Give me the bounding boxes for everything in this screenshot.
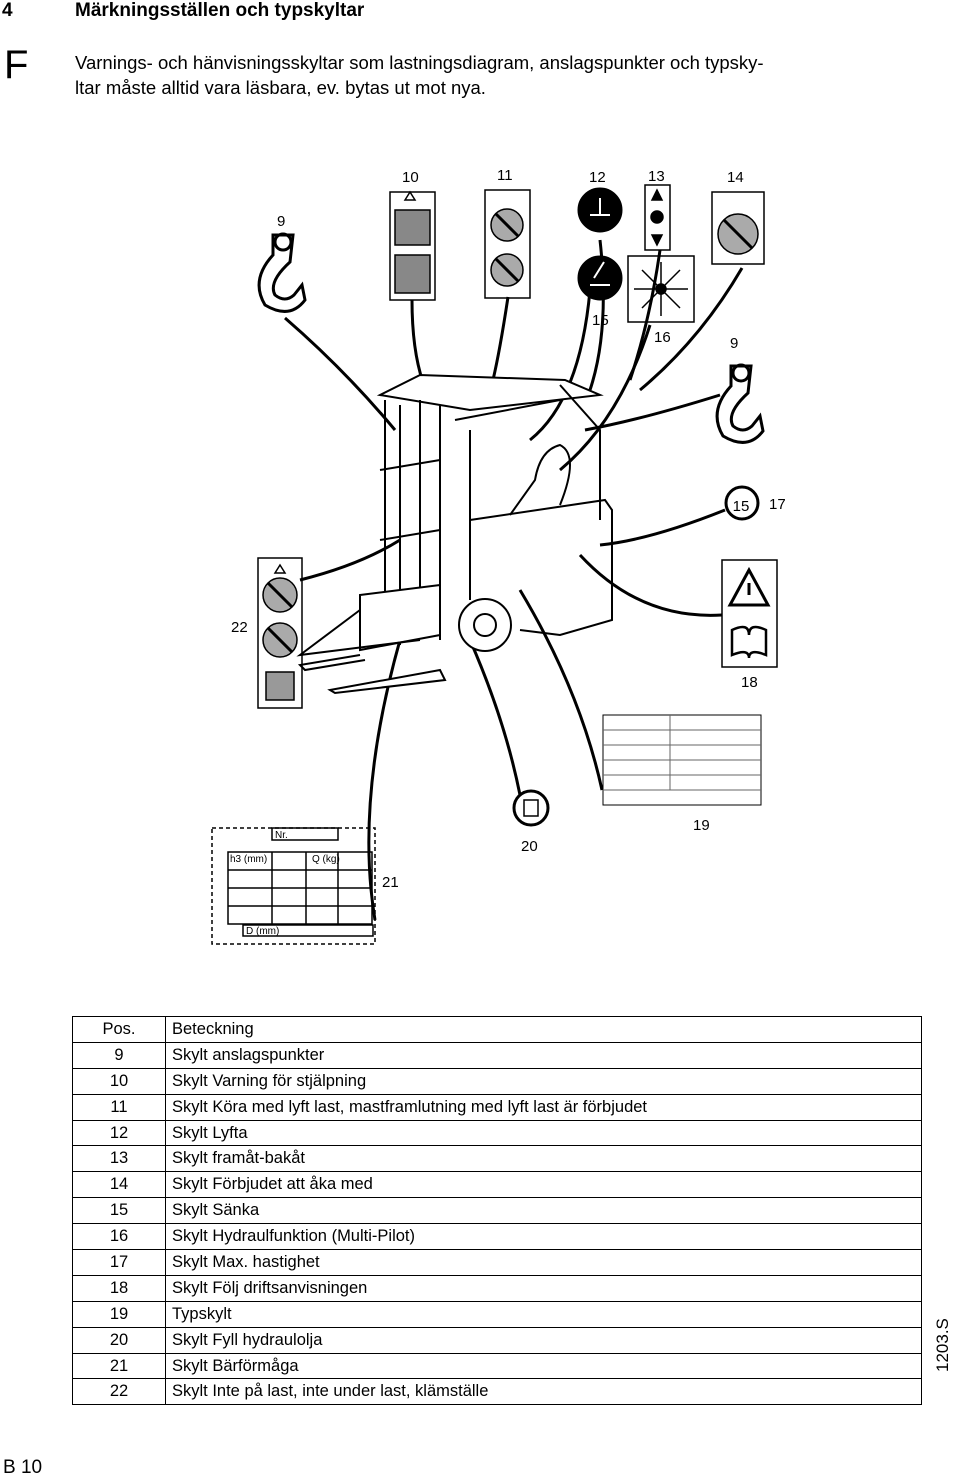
legend-desc: Typskylt xyxy=(165,1300,922,1328)
hook-icon xyxy=(715,363,765,444)
follow-manual-sign xyxy=(721,559,778,668)
legend-pos: 19 xyxy=(72,1300,166,1328)
no-riding-sign xyxy=(711,191,765,265)
legend-header-pos: Pos. xyxy=(72,1016,166,1043)
type-plate xyxy=(602,714,762,806)
speed-value: 15 xyxy=(733,498,750,515)
no-driving-with-raised-load-sign xyxy=(484,189,531,299)
callout-label: 13 xyxy=(648,168,665,185)
legend-desc: Skylt anslagspunkter xyxy=(165,1041,922,1069)
legend-pos: 9 xyxy=(72,1041,166,1069)
legend-desc: Skylt Förbjudet att åka med xyxy=(165,1171,922,1199)
legend-pos: 17 xyxy=(72,1249,166,1276)
legend-desc: Skylt Lyfta xyxy=(165,1119,922,1147)
legend-pos: 18 xyxy=(72,1274,166,1302)
load-plate-nr-label: Nr. xyxy=(275,830,288,841)
hydraulic-function-sign xyxy=(627,255,695,323)
legend-desc: Skylt Hydraulfunktion (Multi-Pilot) xyxy=(165,1223,922,1251)
legend-pos: 22 xyxy=(72,1378,166,1406)
legend-pos: 15 xyxy=(72,1197,166,1225)
callout-label: 11 xyxy=(497,167,513,184)
section-number: 4 xyxy=(2,0,13,21)
callout-label: 22 xyxy=(231,619,248,636)
legend-desc: Skylt Följ driftsanvisningen xyxy=(165,1274,922,1302)
leader-lines xyxy=(284,239,744,921)
load-plate-h3-label: h3 (mm) xyxy=(230,854,267,865)
load-capacity-plate xyxy=(211,827,376,945)
legend-desc: Skylt Sänka xyxy=(165,1197,922,1225)
legend-desc: Skylt framåt-bakåt xyxy=(165,1145,922,1173)
callout-label: 20 xyxy=(521,838,538,855)
legend-pos: 12 xyxy=(72,1119,166,1147)
legend-desc: Skylt Max. hastighet xyxy=(165,1249,922,1276)
hook-icon xyxy=(257,232,307,313)
callout-label: 19 xyxy=(693,817,710,834)
callout-label: 9 xyxy=(730,335,738,352)
legend-pos: 13 xyxy=(72,1145,166,1173)
page-number: B 10 xyxy=(3,1457,43,1478)
callout-label: 12 xyxy=(589,169,606,186)
language-marker: F xyxy=(4,43,29,87)
callout-label: 18 xyxy=(741,674,758,691)
legend-desc: Skylt Köra med lyft last, mastframlutnin… xyxy=(165,1093,922,1121)
forward-backward-sign xyxy=(644,184,671,251)
document-code: 1203.S xyxy=(933,1318,952,1372)
legend-pos: 20 xyxy=(72,1326,166,1354)
legend-desc: Skylt Fyll hydraulolja xyxy=(165,1326,922,1354)
no-standing-under-load-sign xyxy=(257,557,303,709)
section-title: Märkningsställen och typskyltar xyxy=(75,0,365,21)
legend-pos: 16 xyxy=(72,1223,166,1251)
tipping-warning-sign xyxy=(389,190,436,301)
load-plate-d-label: D (mm) xyxy=(246,926,279,937)
max-speed-sign xyxy=(724,485,760,521)
callout-label: 10 xyxy=(402,169,419,186)
legend-header-desc: Beteckning xyxy=(165,1016,922,1043)
callout-label: 21 xyxy=(382,874,399,891)
legend-header-row: Pos. Beteckning xyxy=(72,1016,922,1043)
legend-pos: 14 xyxy=(72,1171,166,1199)
intro-line: ltar måste alltid vara läsbara, ev. byta… xyxy=(75,77,486,98)
callout-label: 9 xyxy=(277,213,285,230)
load-plate-q-label: Q (kg) xyxy=(312,854,340,865)
legend-pos: 10 xyxy=(72,1067,166,1095)
callout-label: 15 xyxy=(592,312,609,329)
legend-desc: Skylt Bärförmåga xyxy=(165,1352,922,1380)
callout-label: 16 xyxy=(654,329,671,346)
forklift-signage-diagram: 15 Nr. h3 (mm) Q (kg) D (mm) 9 10 11 12 … xyxy=(211,167,786,945)
forklift-illustration xyxy=(296,373,613,695)
lower-sign xyxy=(577,255,623,301)
legend-pos: 21 xyxy=(72,1352,166,1380)
legend-desc: Skylt Inte på last, inte under last, klä… xyxy=(165,1378,922,1406)
hydraulic-oil-sign xyxy=(512,789,550,827)
callout-label: 17 xyxy=(769,496,786,513)
intro-paragraph: Varnings- och hänvisningsskyltar som las… xyxy=(75,50,935,100)
callout-label: 14 xyxy=(727,169,744,186)
lift-sign xyxy=(577,187,623,233)
legend-desc: Skylt Varning för stjälpning xyxy=(165,1067,922,1095)
intro-line: Varnings- och hänvisningsskyltar som las… xyxy=(75,52,764,73)
legend-pos: 11 xyxy=(72,1093,166,1121)
